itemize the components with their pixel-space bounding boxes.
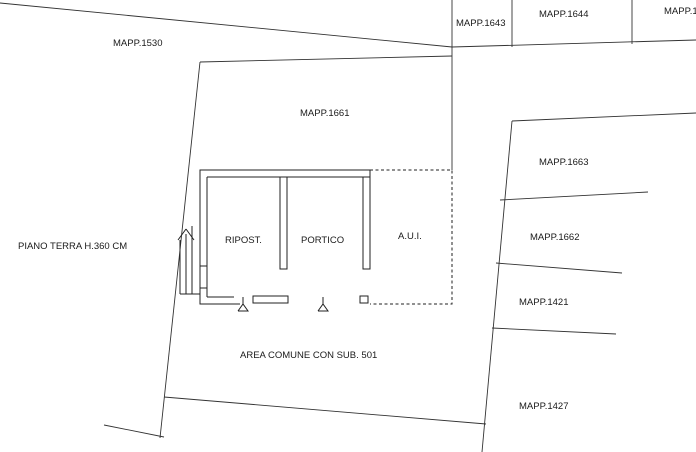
label-mapp-1662: MAPP.1662 [530,232,579,243]
north-boundary-right [451,39,696,48]
room-label-aui: A.U.I. [398,231,422,242]
label-mapp-1427: MAPP.1427 [519,401,568,412]
stair-symbol [177,226,200,295]
east-block-boundary [481,120,513,452]
mapp-1427-north-boundary [491,327,617,335]
label-mapp-1530: MAPP.1530 [113,38,162,49]
common-area-label: AREA COMUNE CON SUB. 501 [240,350,377,361]
south-wall-stub [359,295,369,304]
mapp-1663-north-boundary [511,112,696,122]
south-wall-segment [252,295,289,304]
mapp-1421-north-boundary [495,262,623,274]
label-mapp-1644: MAPP.1644 [539,9,588,20]
pillar-marker-1 [237,297,249,312]
label-mapp-edge: MAPP.1 [664,6,696,17]
pillar-marker-2 [317,297,329,312]
south-boundary [163,396,487,425]
room-label-portico: PORTICO [301,235,344,246]
west-door-jamb [199,265,208,289]
south-west-boundary [103,424,165,438]
building [177,169,453,312]
room-label-ripost: RIPOST. [225,235,262,246]
partition-ripost-portico [279,176,288,270]
building-outer-wall [199,169,370,305]
label-mapp-1661: MAPP.1661 [300,108,349,119]
mapp-1661-north-boundary [199,55,453,63]
north-boundary-left [0,2,453,48]
floor-height-label: PIANO TERRA H.360 CM [18,241,127,252]
mapp-1662-north-boundary [499,191,649,201]
portico-east-wall [362,170,371,270]
aui-dashed-outline [370,169,453,305]
label-mapp-1421: MAPP.1421 [519,297,568,308]
label-mapp-1663: MAPP.1663 [539,157,588,168]
label-mapp-1643: MAPP.1643 [456,18,505,29]
